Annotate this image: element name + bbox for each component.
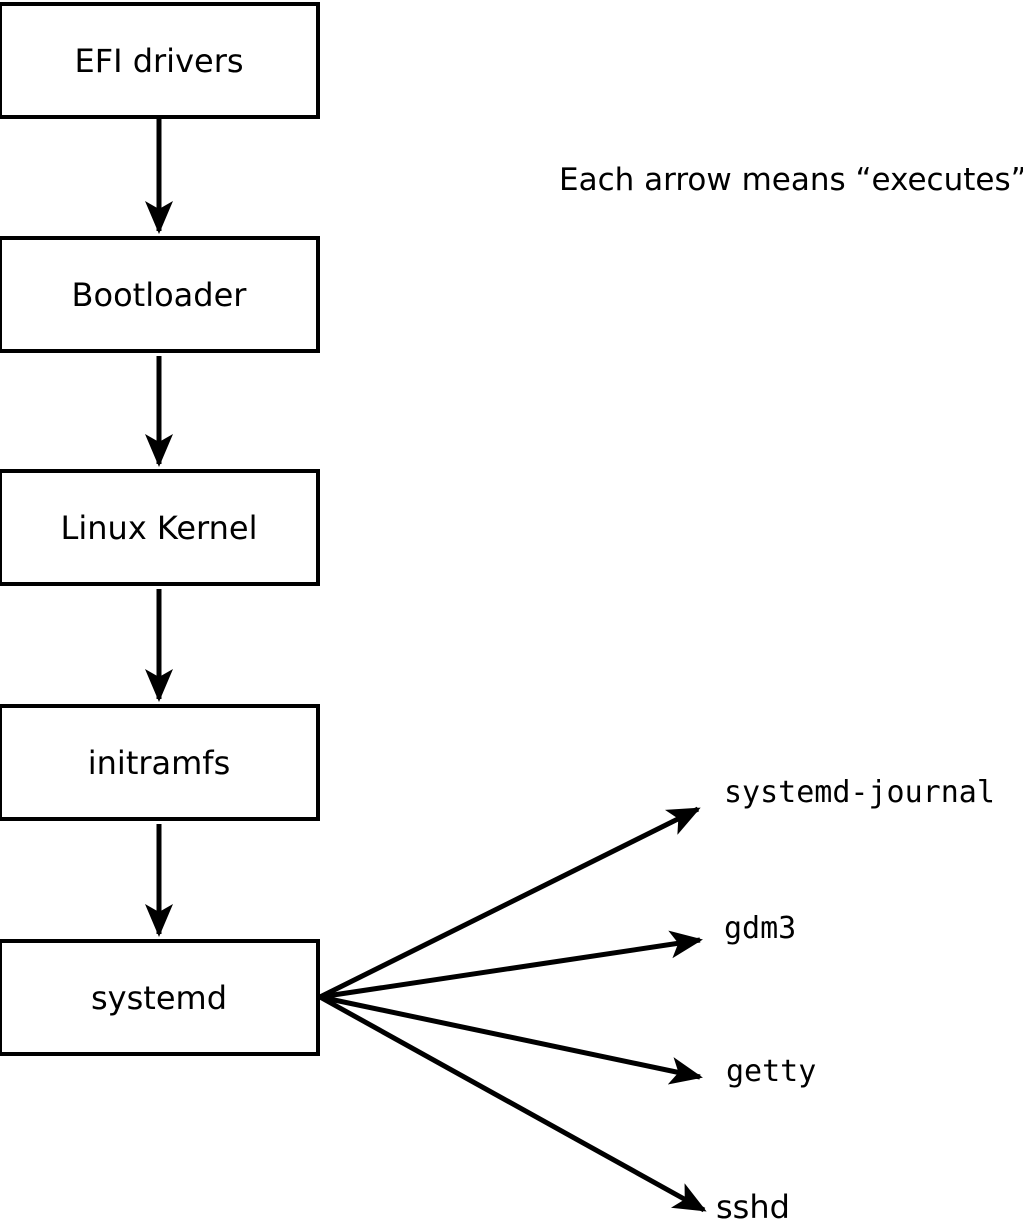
arrow-systemd-to-gdm3: [319, 930, 703, 1000]
node-linux-kernel-label: Linux Kernel: [60, 508, 258, 547]
node-bootloader-label: Bootloader: [71, 275, 247, 314]
arrow-systemd-to-getty: [319, 994, 703, 1085]
node-systemd: systemd: [0, 939, 320, 1056]
arrow-systemd-to-sshd: [318, 994, 707, 1213]
node-initramfs: initramfs: [0, 704, 320, 821]
node-bootloader: Bootloader: [0, 236, 320, 353]
node-linux-kernel: Linux Kernel: [0, 469, 320, 586]
proc-label-systemd-journal: systemd-journal: [724, 775, 995, 810]
node-initramfs-label: initramfs: [87, 743, 231, 782]
arrow-legend-text: Each arrow means “executes”.: [559, 162, 1023, 198]
proc-label-sshd: sshd: [716, 1188, 790, 1226]
arrow-systemd-to-systemd-journal: [318, 806, 701, 1000]
proc-label-gdm3: gdm3: [724, 911, 797, 946]
node-systemd-label: systemd: [91, 978, 227, 1017]
node-efi-drivers: EFI drivers: [0, 2, 320, 119]
proc-label-getty: getty: [726, 1054, 817, 1089]
node-efi-drivers-label: EFI drivers: [74, 41, 244, 80]
